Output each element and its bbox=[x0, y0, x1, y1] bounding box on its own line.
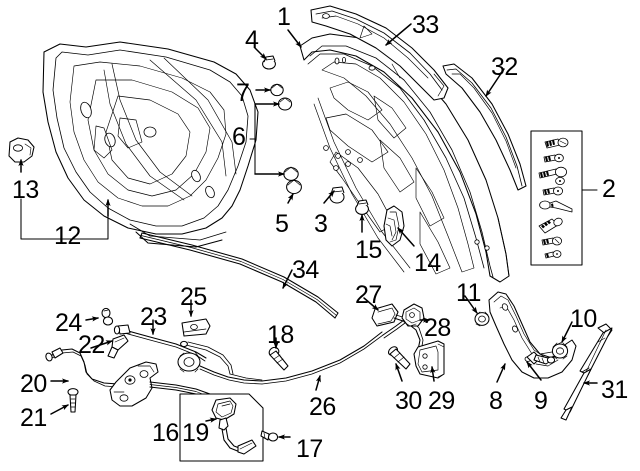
callout-23[interactable]: 23 bbox=[140, 303, 167, 331]
part-hood-panel bbox=[299, 33, 510, 283]
callout-28[interactable]: 28 bbox=[424, 314, 451, 342]
callout-18[interactable]: 18 bbox=[267, 321, 294, 349]
part-plug-grommet-6b bbox=[283, 166, 299, 181]
callout-21[interactable]: 21 bbox=[20, 404, 47, 432]
callout-17[interactable]: 17 bbox=[296, 435, 323, 463]
callout-16[interactable]: 16 bbox=[152, 419, 179, 447]
callout-7[interactable]: 7 bbox=[236, 79, 250, 107]
callout-33[interactable]: 33 bbox=[412, 11, 439, 39]
callout-6[interactable]: 6 bbox=[232, 123, 246, 151]
callout-13[interactable]: 13 bbox=[12, 176, 39, 204]
callout-24[interactable]: 24 bbox=[55, 309, 82, 337]
callout-11[interactable]: 11 bbox=[456, 279, 481, 307]
part-plug-grommet-5 bbox=[286, 179, 302, 195]
callout-15[interactable]: 15 bbox=[355, 236, 382, 264]
part-release-handle-inset bbox=[179, 393, 264, 462]
callout-12[interactable]: 12 bbox=[54, 222, 81, 250]
part-support-rod bbox=[139, 232, 339, 319]
part-cable-guide-28 bbox=[401, 303, 425, 327]
part-plug-grommet-4 bbox=[262, 55, 276, 70]
callout-31[interactable]: 31 bbox=[601, 376, 628, 404]
part-latch-screw-21 bbox=[67, 388, 79, 413]
part-wedge-bumper-15 bbox=[355, 199, 369, 215]
part-hinge-nut-11 bbox=[474, 311, 490, 327]
callout-4[interactable]: 4 bbox=[245, 26, 259, 54]
part-fastener-kit bbox=[530, 130, 583, 266]
callout-32[interactable]: 32 bbox=[491, 53, 518, 81]
callout-3[interactable]: 3 bbox=[314, 210, 328, 238]
part-plug-grommet-7 bbox=[270, 83, 284, 97]
part-hinge-bolt-9 bbox=[526, 351, 556, 365]
part-plug-grommet-6a bbox=[277, 97, 293, 111]
callout-27[interactable]: 27 bbox=[355, 281, 382, 309]
part-striker-bracket-29 bbox=[413, 340, 445, 379]
part-hood-insulation bbox=[42, 41, 259, 248]
part-cable-clip bbox=[101, 307, 114, 326]
part-plug-grommet-3 bbox=[329, 186, 345, 204]
leader-lines bbox=[18, 23, 598, 440]
part-cable-bracket-25 bbox=[181, 318, 211, 337]
callout-29[interactable]: 29 bbox=[428, 387, 455, 415]
part-gas-strut-31 bbox=[560, 323, 613, 421]
part-cable-rear-26 bbox=[261, 319, 406, 385]
part-latch-cable-front bbox=[45, 347, 119, 388]
callout-25[interactable]: 25 bbox=[180, 283, 207, 311]
callout-8[interactable]: 8 bbox=[489, 387, 503, 415]
part-release-cable bbox=[113, 324, 263, 385]
part-latch-striker-22 bbox=[107, 334, 129, 359]
part-cable-bolt-18 bbox=[268, 346, 289, 371]
callout-2[interactable]: 2 bbox=[602, 175, 616, 203]
callout-14[interactable]: 14 bbox=[414, 249, 441, 277]
callout-22[interactable]: 22 bbox=[78, 331, 105, 359]
callout-20[interactable]: 20 bbox=[20, 370, 47, 398]
callout-19[interactable]: 19 bbox=[182, 419, 209, 447]
callout-1[interactable]: 1 bbox=[277, 3, 291, 31]
part-release-handle-19 bbox=[211, 397, 257, 455]
part-hood-hinge-8 bbox=[488, 291, 577, 379]
part-hinge-nut-10 bbox=[551, 342, 569, 360]
callout-10[interactable]: 10 bbox=[570, 305, 597, 333]
part-hood-seal-rear bbox=[310, 5, 449, 101]
part-bracket-bolt-30 bbox=[388, 346, 411, 370]
callout-5[interactable]: 5 bbox=[275, 210, 289, 238]
callout-34[interactable]: 34 bbox=[292, 256, 319, 284]
part-handle-screw-17 bbox=[260, 430, 279, 442]
callout-26[interactable]: 26 bbox=[309, 393, 336, 421]
part-hood-seal-side bbox=[442, 63, 527, 191]
callout-30[interactable]: 30 bbox=[395, 387, 422, 415]
part-hood-wedge bbox=[383, 205, 405, 247]
callout-9[interactable]: 9 bbox=[534, 387, 548, 415]
part-insulator-clip bbox=[8, 137, 35, 163]
